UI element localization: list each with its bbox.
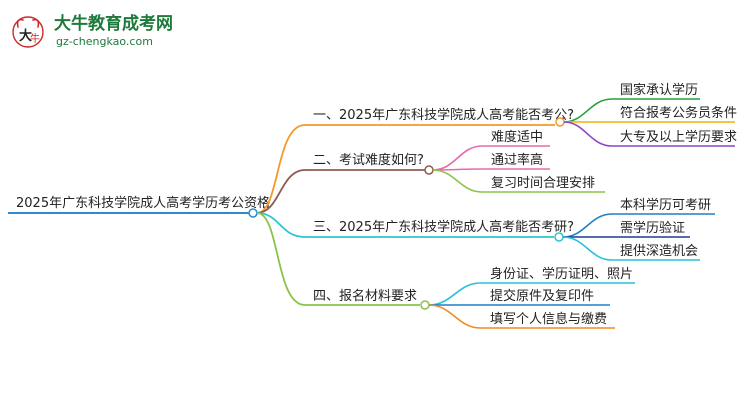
branch-1-label: 一、2025年广东科技学院成人高考能否考公? xyxy=(313,107,574,123)
site-logo[interactable]: 大 牛 大牛教育成考网 gz-chengkao.com xyxy=(12,13,173,48)
root-node: 2025年广东科技学院成人高考学历考公资格 xyxy=(8,195,270,218)
bull-logo-icon: 大 牛 xyxy=(12,16,44,48)
branch-4-label: 四、报名材料要求 xyxy=(313,288,417,304)
branch-4-connector[interactable] xyxy=(420,300,430,310)
branch-3: 三、2025年广东科技学院成人高考能否考研? 本科学历可考研 需学历验证 提供深… xyxy=(256,197,715,261)
svg-text:牛: 牛 xyxy=(30,32,40,45)
branch-1-leaf-3: 大专及以上学历要求 xyxy=(620,129,737,145)
svg-text:大: 大 xyxy=(19,28,32,44)
branch-4-leaf-2: 提交原件及复印件 xyxy=(490,288,594,304)
branch-2-leaf-3: 复习时间合理安排 xyxy=(491,176,595,191)
root-connector[interactable] xyxy=(248,208,258,218)
branch-2-connector[interactable] xyxy=(424,165,434,175)
branch-1-leaf-2: 符合报考公务员条件 xyxy=(620,105,737,121)
branch-2: 二、考试难度如何? 难度适中 通过率高 复习时间合理安排 xyxy=(256,129,605,214)
branch-2-leaf-2: 通过率高 xyxy=(491,152,543,168)
branch-3-leaf-1: 本科学历可考研 xyxy=(620,197,711,213)
branch-2-label: 二、考试难度如何? xyxy=(313,152,424,168)
branch-1-connector[interactable] xyxy=(555,117,565,127)
branch-4: 四、报名材料要求 身份证、学历证明、照片 提交原件及复印件 填写个人信息与缴费 xyxy=(256,212,635,329)
root-label: 2025年广东科技学院成人高考学历考公资格 xyxy=(16,195,270,211)
branch-1-leaf-1: 国家承认学历 xyxy=(620,82,698,98)
branch-4-leaf-1: 身份证、学历证明、照片 xyxy=(490,266,633,282)
site-url: gz-chengkao.com xyxy=(56,35,153,48)
site-title: 大牛教育成考网 xyxy=(54,13,173,34)
branch-3-connector[interactable] xyxy=(554,232,564,242)
branch-3-label: 三、2025年广东科技学院成人高考能否考研? xyxy=(313,219,574,235)
branch-2-leaf-1: 难度适中 xyxy=(491,129,543,145)
branch-1: 一、2025年广东科技学院成人高考能否考公? 国家承认学历 符合报考公务员条件 … xyxy=(256,82,737,214)
branch-4-leaf-3: 填写个人信息与缴费 xyxy=(490,311,607,327)
branch-3-leaf-2: 需学历验证 xyxy=(620,220,685,236)
branch-3-leaf-3: 提供深造机会 xyxy=(620,243,698,259)
